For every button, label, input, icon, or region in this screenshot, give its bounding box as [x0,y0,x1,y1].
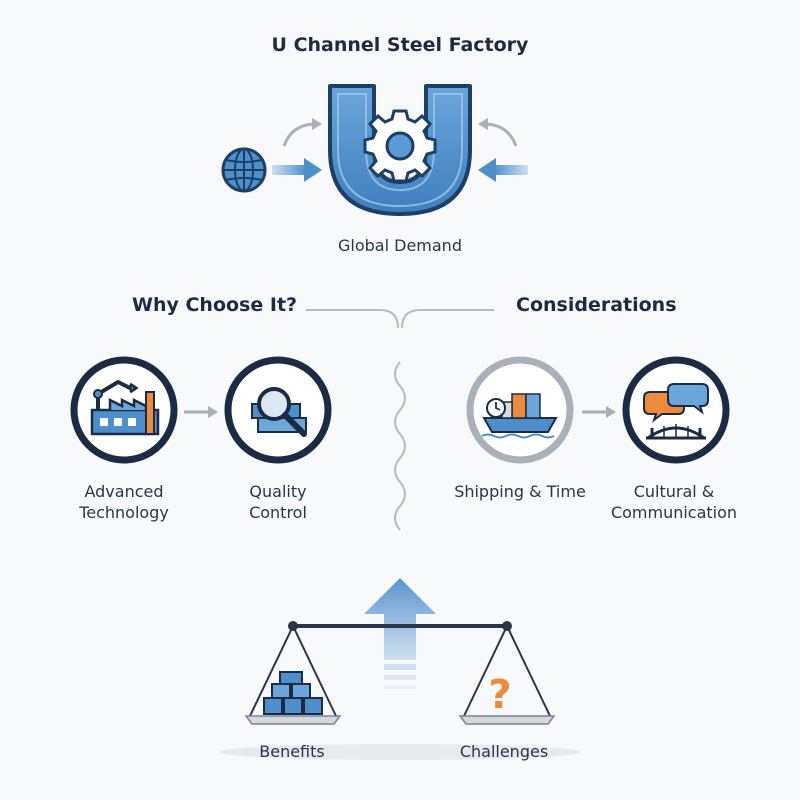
label-cultural-communication: Cultural & Communication [584,481,764,523]
gear-icon [363,109,437,183]
label-line: Communication [610,503,738,522]
label-shipping-time: Shipping & Time [430,481,610,502]
magnifier-steel-icon [224,356,332,464]
balance-scale-icon [220,578,580,760]
u-channel-gear-icon [328,84,472,216]
label-line: Cultural & [633,482,715,501]
up-arrow-icon [364,578,436,689]
label-challenges: Challenges [459,742,549,761]
speech-bubbles-bridge-icon [622,356,730,464]
globe-icon [221,147,267,193]
section-divider [306,309,494,531]
label-line: Quality [249,482,307,501]
steel-beams-icon [263,671,323,715]
label-line: Shipping & Time [454,482,586,501]
label-quality-control: Quality Control [188,481,368,523]
arrow-right-small-icon [184,406,218,418]
factory-robot-arm-icon [70,356,178,464]
arrow-left-icon [478,158,528,182]
question-mark-icon: ? [488,672,511,718]
label-benefits: Benefits [259,742,325,761]
label-line: Advanced [84,482,164,501]
heading-considerations: Considerations [516,294,677,316]
svg-text:?: ? [488,672,511,718]
heading-why-choose: Why Choose It? [132,294,298,316]
page-title: U Channel Steel Factory [271,34,529,56]
curved-arrow-right-icon [478,118,518,147]
label-line: Technology [79,503,169,522]
arrow-right-small-icon [582,406,616,418]
subtitle-global-demand: Global Demand [338,236,462,255]
label-advanced-technology: Advanced Technology [34,481,214,523]
arrow-right-icon [272,158,322,182]
curved-arrow-left-icon [282,118,322,147]
cargo-ship-clock-icon [466,356,574,464]
label-line: Control [249,503,307,522]
